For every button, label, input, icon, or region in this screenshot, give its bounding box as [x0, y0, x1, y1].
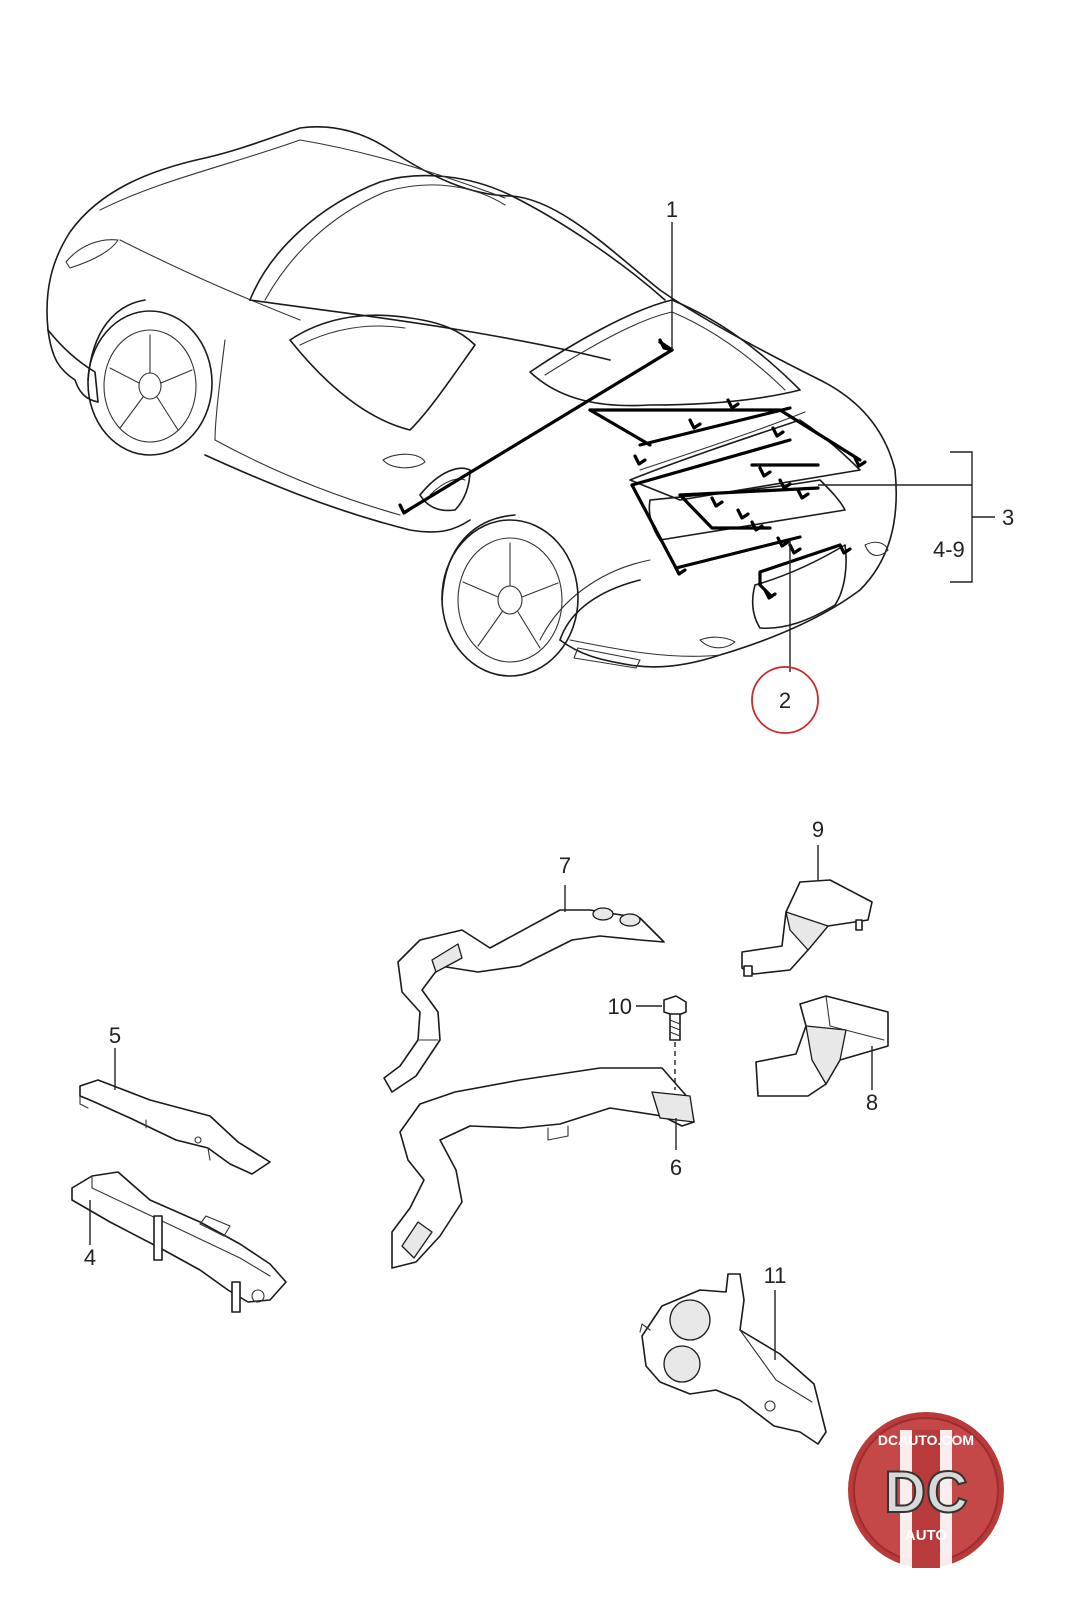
wiring-harness — [398, 338, 867, 600]
front-wheel — [87, 299, 213, 456]
callout-label-range: 4-9 — [933, 537, 965, 562]
part-6-bracket: 6 — [391, 1067, 695, 1269]
callout-label-8: 8 — [866, 1090, 878, 1115]
logo-text-top: DCAUTO.COM — [878, 1432, 974, 1448]
callout-1: 1 — [666, 197, 678, 350]
highlight-ring — [751, 666, 819, 734]
callout-label-1: 1 — [666, 197, 678, 222]
callout-label-10: 10 — [608, 994, 632, 1019]
logo-text-bottom: AUTO — [905, 1527, 948, 1544]
callout-3-bracket: 3 4-9 — [818, 451, 1014, 583]
callout-label-2: 2 — [779, 688, 791, 713]
dcauto-logo: DCAUTO.COM DC AUTO — [848, 1412, 1004, 1568]
part-11-bracket: 11 — [639, 1263, 827, 1445]
logo-monogram: DC — [884, 1460, 968, 1525]
callout-label-9: 9 — [812, 817, 824, 842]
callout-label-11: 11 — [764, 1263, 787, 1288]
callout-2: 2 — [751, 540, 819, 734]
part-9-bracket: 9 — [741, 817, 873, 977]
callout-label-6: 6 — [670, 1155, 682, 1180]
part-4-bracket: 4 — [71, 1171, 287, 1313]
part-10-bolt: 10 — [608, 994, 687, 1090]
rear-wheel — [441, 514, 579, 677]
part-8-bracket: 8 — [755, 995, 889, 1115]
callout-label-3: 3 — [1002, 505, 1014, 530]
callout-label-5: 5 — [109, 1023, 121, 1048]
callout-label-4: 4 — [84, 1245, 96, 1270]
part-5-bracket: 5 — [79, 1023, 271, 1175]
callout-label-7: 7 — [559, 853, 571, 878]
part-7-bracket: 7 — [383, 853, 665, 1093]
